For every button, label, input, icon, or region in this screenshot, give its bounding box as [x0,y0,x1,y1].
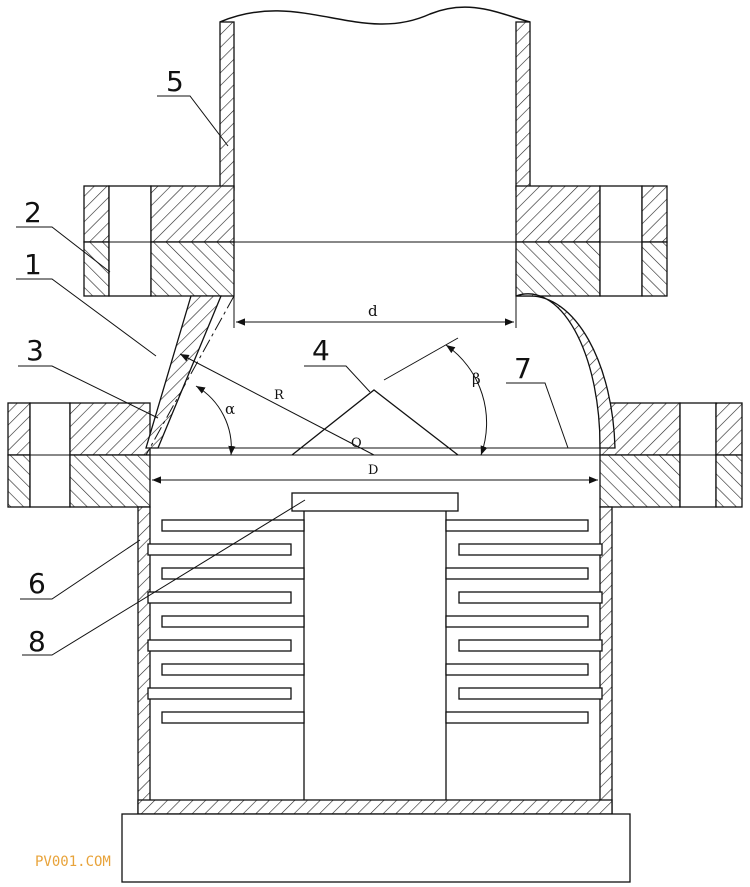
label-6: 6 [28,567,46,600]
label-3: 3 [26,334,44,367]
watermark: PV001.COM [35,854,111,870]
lower-flange-3 [7,402,743,508]
label-5: 5 [166,65,184,98]
dim-O: O [351,436,362,451]
dimension-lines [152,296,598,484]
part-labels: 5 2 1 3 4 7 6 8 [24,65,532,658]
label-8: 8 [28,625,46,658]
dimension-symbols: d D R O α β [225,302,481,478]
label-4: 4 [312,334,330,367]
label-2: 2 [24,196,42,229]
dim-D: D [368,463,378,478]
label-1: 1 [24,248,42,281]
housing-6 [121,506,631,883]
upper-flange-2 [83,185,668,297]
cone-wall-1 [145,295,235,456]
baffle-fins-8 [147,492,603,800]
dim-alpha: α [225,400,235,418]
dim-R: R [274,388,285,403]
cone-deflector-4 [291,389,459,456]
leader-lines [16,95,569,656]
dim-d: d [368,302,378,320]
label-7: 7 [514,352,532,385]
dim-beta: β [472,370,481,388]
pipe-5 [219,6,531,191]
dome-wall-7 [515,293,616,449]
